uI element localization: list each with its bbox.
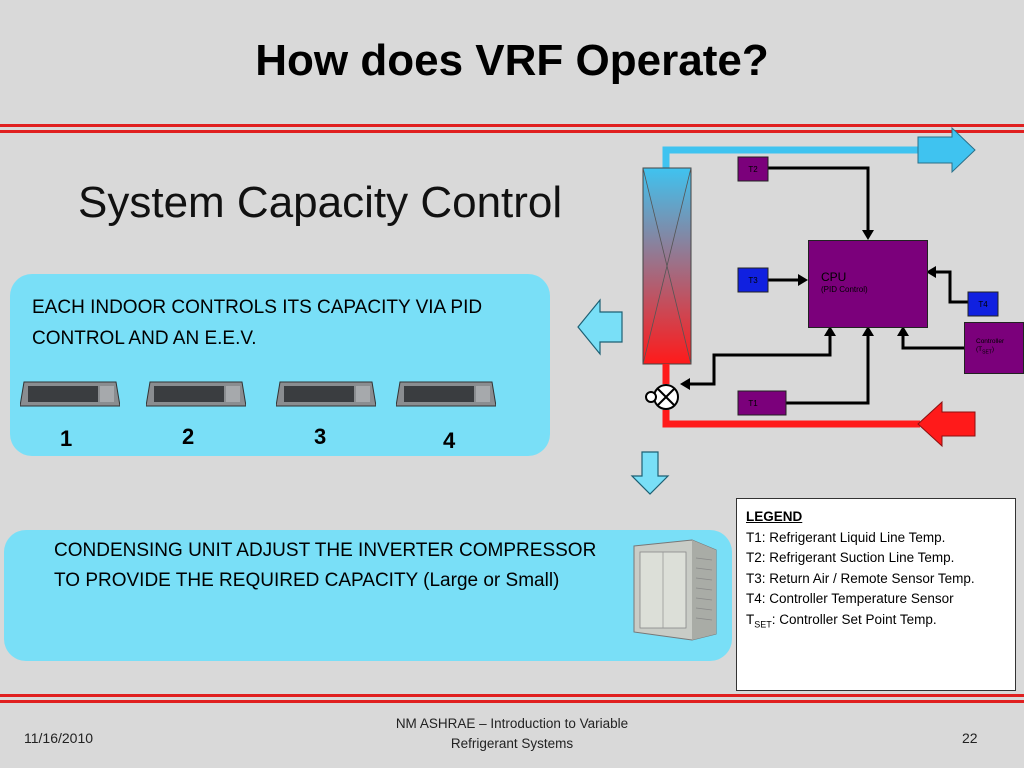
divider-top-1 bbox=[0, 124, 1024, 127]
legend-tset-rest: : Controller Set Point Temp. bbox=[771, 611, 937, 627]
divider-top-2 bbox=[0, 130, 1024, 133]
controller-sub-end: ) bbox=[991, 346, 995, 353]
legend-box: LEGEND T1: Refrigerant Liquid Line Temp.… bbox=[736, 498, 1016, 691]
indoor-unit-2-image bbox=[146, 381, 246, 407]
controller-sub-text: (T bbox=[976, 346, 983, 353]
condensing-unit-image bbox=[633, 539, 717, 641]
indoor-unit-3-label: 3 bbox=[314, 424, 327, 449]
indoor-panel bbox=[10, 274, 550, 456]
slide-subtitle: System Capacity Control bbox=[78, 178, 563, 227]
footer-date: 11/16/2010 bbox=[24, 730, 94, 746]
condensing-panel bbox=[4, 530, 732, 661]
footer-page-number: 22 bbox=[962, 730, 978, 746]
legend-t1: T1: Refrigerant Liquid Line Temp. bbox=[746, 529, 946, 545]
divider-bottom-2 bbox=[0, 700, 1024, 703]
capacity-control-schematic bbox=[577, 126, 1000, 495]
controller-label: Controller (TSET) bbox=[976, 338, 1004, 356]
suction-out-arrow bbox=[917, 126, 976, 174]
condensing-panel-text: CONDENSING UNIT ADJUST THE INVERTER COMP… bbox=[54, 540, 597, 591]
controller-label-text: Controller bbox=[976, 338, 1005, 345]
footer-center-line1: NM ASHRAE – Introduction to Variable bbox=[395, 716, 629, 731]
eev-valve-icon bbox=[645, 384, 679, 410]
legend-t4: T4: Controller Temperature Sensor bbox=[746, 591, 954, 606]
sensor-t2: T2 bbox=[748, 164, 758, 174]
legend-t3: T3: Return Air / Remote Sensor Temp. bbox=[746, 570, 975, 586]
indoor-unit-1-label: 1 bbox=[60, 426, 73, 451]
divider-bottom-1 bbox=[0, 694, 1024, 697]
cpu-sublabel: (PID Control) bbox=[821, 285, 868, 294]
controller-sub-set: SET bbox=[982, 349, 992, 356]
liquid-in-arrow bbox=[917, 400, 976, 448]
sensor-t4: T4 bbox=[978, 299, 988, 309]
arrow-down-to-condensing bbox=[630, 451, 670, 495]
legend-tset: TSET: Controller Set Point Temp. bbox=[746, 610, 1006, 635]
footer-center: NM ASHRAE – Introduction to Variable Ref… bbox=[362, 714, 662, 754]
footer-center-line2: Refrigerant Systems bbox=[450, 736, 574, 751]
legend-tset-sub: SET bbox=[754, 619, 772, 630]
cpu-box bbox=[808, 240, 928, 328]
sensor-t3: T3 bbox=[748, 275, 758, 285]
indoor-unit-1-image bbox=[20, 381, 120, 407]
indoor-unit-4-label: 4 bbox=[443, 428, 456, 453]
sensor-t1: T1 bbox=[748, 398, 758, 408]
legend-t2: T2: Refrigerant Suction Line Temp. bbox=[746, 550, 955, 565]
legend-tset-main: T bbox=[746, 611, 755, 627]
indoor-unit-2-label: 2 bbox=[182, 424, 195, 449]
indoor-unit-3-image bbox=[276, 381, 376, 407]
legend-heading: LEGEND bbox=[746, 509, 803, 524]
cpu-label: CPU bbox=[821, 270, 847, 284]
suction-line bbox=[662, 146, 920, 168]
indoor-unit-4-image bbox=[396, 381, 496, 407]
indoor-panel-text: EACH INDOOR CONTROLS ITS CAPACITY VIA PI… bbox=[32, 297, 483, 349]
slide-title: How does VRF Operate? bbox=[255, 36, 769, 85]
arrow-left-to-indoor bbox=[577, 298, 623, 356]
liquid-line bbox=[662, 410, 920, 428]
